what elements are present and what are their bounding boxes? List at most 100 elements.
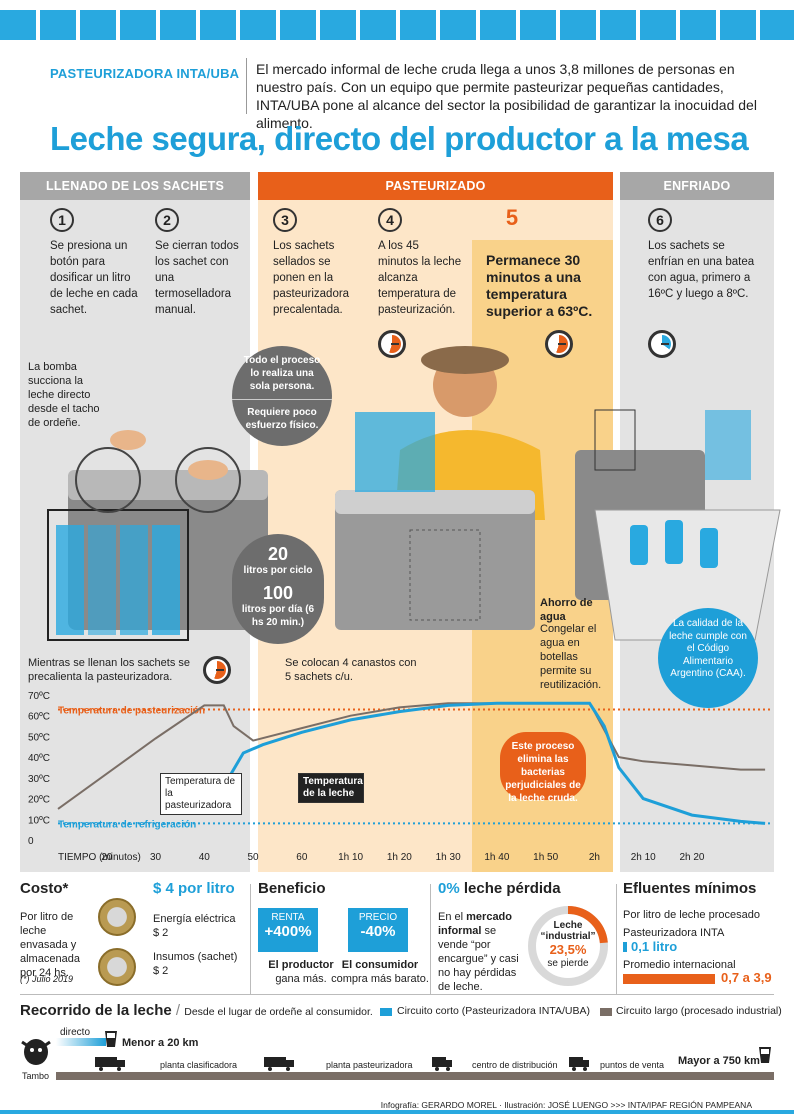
process-bubble: Este proceso elimina las bacterias perju…	[500, 732, 586, 804]
loss-title-text: leche pérdida	[463, 880, 561, 897]
process-text: Este proceso elimina las bacterias perju…	[505, 741, 581, 804]
divider	[616, 884, 617, 994]
origin-label: Tambo	[22, 1071, 50, 1081]
clock-icon	[378, 330, 406, 358]
short-route-bar	[56, 1038, 106, 1046]
headline: Leche segura, directo del productor a la…	[50, 120, 749, 157]
x-tick-label: 30	[150, 852, 162, 863]
step-6-number: 6	[648, 208, 672, 232]
x-tick-label: 50	[248, 852, 260, 863]
loss-text-1: En el	[438, 911, 464, 923]
long-route-bar	[56, 1072, 774, 1080]
consumer-text: compra más barato.	[331, 973, 429, 985]
pump-note: La bomba succiona la leche directo desde…	[28, 361, 100, 429]
reference-line-label: Temperatura de pasteurización	[58, 706, 205, 717]
step-4-text: A los 45 minutos la leche alcanza temper…	[378, 240, 462, 316]
loss-title: 0% leche pérdida	[438, 880, 614, 897]
x-tick-label: 1h 40	[484, 852, 509, 863]
benefit-section: Beneficio RENTA +400% PRECIO -40% El pro…	[258, 880, 429, 985]
clock-icon	[648, 330, 676, 358]
intl-value: 0,7 a 3,9	[721, 970, 772, 985]
cost-item-supplies: Insumos (sachet)	[153, 951, 238, 963]
effluents-section: Efluentes mínimos Por litro de leche pro…	[623, 880, 779, 985]
step-1-text: Se presiona un botón para dosificar un l…	[50, 240, 138, 316]
producer-text: gana más.	[275, 973, 327, 985]
donut-value: 23,5%	[549, 942, 587, 957]
phase-pasteurize-heading: PASTEURIZADO	[258, 172, 613, 200]
step-3-number: 3	[273, 208, 297, 232]
inta-label: Pasteurizadora INTA	[623, 927, 725, 939]
liters-cycle-label: litros por ciclo	[243, 565, 313, 576]
intl-bar	[623, 974, 715, 984]
truck-icon	[432, 1057, 452, 1071]
cost-item-electricity: Energía eléctrica	[153, 913, 236, 925]
producer-benefit: El productor gana más.	[258, 958, 344, 986]
intro-text: El mercado informal de leche cruda llega…	[256, 61, 757, 131]
cost-note: (*) Julio 2019	[20, 974, 74, 984]
phase-cool-heading: ENFRIADO	[620, 172, 774, 200]
legend-short: Circuito corto (Pasteurizadora INTA/UBA)	[397, 1005, 590, 1017]
reference-line-label: Temperatura de refrigeración	[58, 819, 196, 830]
liters-cycle-number: 20	[267, 544, 289, 564]
cost-title: Costo*	[20, 880, 69, 897]
effluents-desc: Por litro de leche procesado	[623, 909, 760, 921]
cost-item-electricity-value: $ 2	[153, 927, 169, 939]
route-subtitle: Desde el lugar de ordeñe al consumidor.	[184, 1006, 373, 1018]
water-saving-title: Ahorro de agua	[540, 597, 593, 623]
y-tick-label: 30ºC	[28, 774, 50, 785]
one-person-text: Todo el proceso lo realiza una sola pers…	[232, 354, 332, 400]
benefit-title: Beneficio	[258, 880, 326, 897]
caa-text: La calidad de la leche cumple con el Cód…	[669, 618, 747, 679]
step-2-text: Se cierran todos los sachet con una term…	[155, 240, 239, 316]
truck-icon	[569, 1057, 589, 1071]
renta-value: +400%	[264, 923, 312, 940]
y-tick-label: 10ºC	[28, 815, 50, 826]
cost-desc: Por litro de leche envasada y almacenada…	[20, 911, 80, 979]
x-tick-label: 60	[296, 852, 308, 863]
producer-label: El productor	[268, 959, 334, 971]
step-5-number: 5	[505, 205, 519, 230]
divider	[246, 58, 247, 114]
donut-slice	[528, 906, 608, 986]
pasteurizer-series-label: Temperatura de la pasteurizadora	[160, 773, 242, 815]
step-3-text: Los sachets sellados se ponen en la past…	[273, 240, 350, 316]
x-tick-label: 1h 20	[387, 852, 412, 863]
legend-long-swatch	[600, 1008, 612, 1016]
inta-bar	[623, 942, 627, 952]
cup-icon	[105, 1031, 117, 1047]
series-line	[227, 701, 766, 825]
intl-label: Promedio internacional	[623, 959, 736, 971]
water-saving-text: Congelar el agua en botellas permite su …	[540, 623, 602, 691]
precio-label: PRECIO	[358, 912, 398, 923]
divider	[250, 884, 251, 994]
route-stop: planta clasificadora	[160, 1060, 238, 1070]
legend-short-swatch	[380, 1008, 392, 1016]
coin-icon	[98, 948, 136, 986]
cooling-tub-illustration	[575, 409, 781, 641]
x-tick-label: 2h 20	[679, 852, 704, 863]
pasteurizer-illustration	[335, 346, 545, 630]
step-4-number: 4	[378, 208, 402, 232]
route-title-text: Recorrido de la leche	[20, 1002, 172, 1019]
step-6-text: Los sachets se enfrían en una batea con …	[648, 240, 755, 300]
route-stop: planta pasteurizadora	[326, 1060, 413, 1070]
coin-icon	[98, 898, 136, 936]
precio-value: -40%	[360, 923, 396, 940]
truck-icon	[95, 1057, 125, 1071]
y-tick-label: 60ºC	[28, 712, 50, 723]
divider	[20, 994, 774, 995]
x-tick-label: 1h 30	[436, 852, 461, 863]
direct-label: directo	[60, 1027, 91, 1038]
top-stripe-bar	[0, 0, 794, 40]
clock-icon	[545, 330, 573, 358]
bottom-stripe	[0, 1110, 794, 1114]
phase-fill-heading: LLENADO DE LOS SACHETS	[20, 172, 250, 200]
section-label: PASTEURIZADORA INTA/UBA	[50, 66, 240, 81]
x-tick-label: 1h 10	[338, 852, 363, 863]
loss-text: En el mercado informal se vende “por enc…	[438, 910, 524, 994]
x-tick-label: 2h	[589, 852, 600, 863]
cup-icon	[759, 1047, 771, 1063]
cow-icon	[21, 1039, 51, 1065]
